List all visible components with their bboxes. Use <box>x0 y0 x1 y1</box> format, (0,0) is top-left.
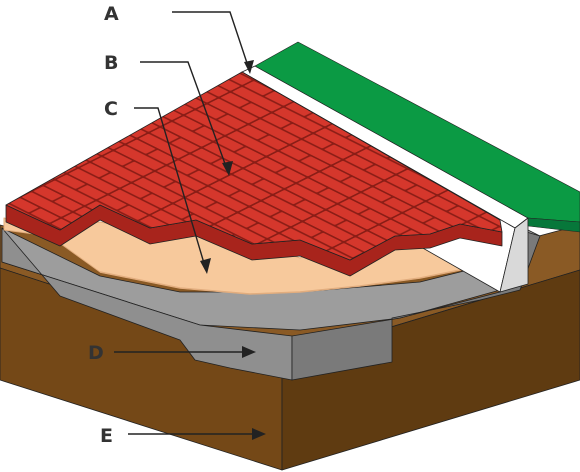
gravel-layer-top <box>1 225 541 331</box>
leader-line-c <box>134 107 207 271</box>
edging-strip-face <box>499 217 529 293</box>
paver-layer-outline <box>5 71 503 261</box>
label-b: B <box>104 52 118 74</box>
label-e: E <box>100 425 113 447</box>
gravel-layer-front-face <box>1 227 293 381</box>
paver-layer-top <box>6 72 502 260</box>
leader-lines <box>114 11 266 440</box>
leader-line-b <box>140 61 229 173</box>
label-d: D <box>88 342 104 364</box>
gravel-layer-side-face <box>291 229 541 381</box>
label-a: A <box>104 3 119 25</box>
arrow-head-b <box>222 161 233 176</box>
grass-strip-side <box>527 217 580 233</box>
label-c: C <box>104 98 118 120</box>
arrow-head-e <box>252 428 266 440</box>
arrow-head-d <box>242 346 256 358</box>
arrow-head-c <box>200 258 211 274</box>
arrow-head-a <box>244 60 254 74</box>
leader-line-a <box>172 11 251 73</box>
grass-strip <box>254 41 580 223</box>
